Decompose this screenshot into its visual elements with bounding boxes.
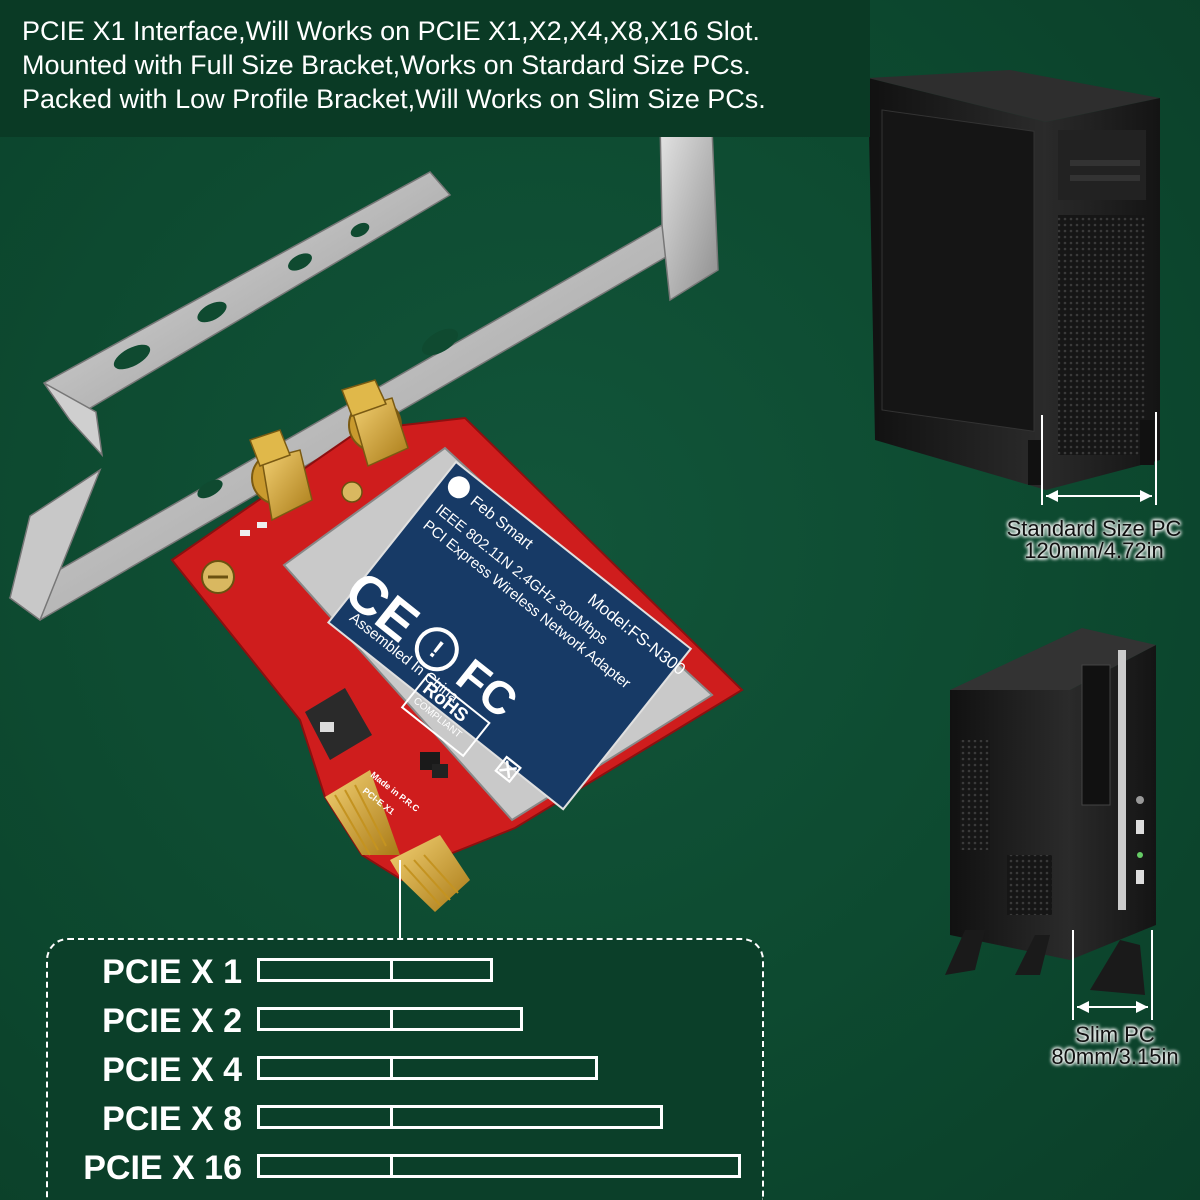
low-profile-bracket — [42, 171, 452, 458]
slim-pc-caption: Slim PC 80mm/3.15in — [1030, 1024, 1200, 1068]
slot-row-x4: PCIE X 4 — [48, 1050, 748, 1090]
standard-pc-tower — [868, 70, 1160, 490]
slot-bar — [257, 958, 493, 982]
slim-pc-size: 80mm/3.15in — [1051, 1044, 1179, 1069]
slim-pc-title: Slim PC — [1075, 1022, 1155, 1047]
full-size-bracket — [8, 117, 719, 622]
pcie-slot-legend: PCIE X 1 PCIE X 2 PCIE X 4 PCIE X 8 PCIE… — [46, 938, 764, 1200]
antenna-connector — [249, 379, 409, 522]
slim-dimension-line — [1072, 930, 1153, 1020]
standard-pc-title: Standard Size PC — [1006, 516, 1182, 541]
headline-line-2: Mounted with Full Size Bracket,Works on … — [22, 50, 751, 80]
slot-bar — [257, 1056, 598, 1080]
slot-label: PCIE X 4 — [102, 1051, 242, 1089]
standard-pc-size: 120mm/4.72in — [1024, 538, 1164, 563]
standard-pc-caption: Standard Size PC 120mm/4.72in — [994, 518, 1194, 562]
slot-row-x2: PCIE X 2 — [48, 1001, 748, 1041]
slot-row-x8: PCIE X 8 — [48, 1099, 748, 1139]
headline-line-1: PCIE X1 Interface,Will Works on PCIE X1,… — [22, 16, 760, 46]
headline-banner: PCIE X1 Interface,Will Works on PCIE X1,… — [0, 0, 870, 137]
slot-bar — [257, 1105, 663, 1129]
screw-icon — [341, 481, 363, 503]
standard-dimension-line — [1041, 412, 1157, 505]
headline-line-3: Packed with Low Profile Bracket,Will Wor… — [22, 84, 766, 114]
wifi-module: Feb Smart IEEE 802.11N 2.4GHz 300Mbps PC… — [282, 446, 714, 822]
slot-row-x16: PCIE X 16 — [48, 1148, 748, 1188]
slot-bar — [257, 1154, 741, 1178]
slot-label: PCIE X 1 — [102, 953, 242, 991]
slim-pc-tower — [945, 628, 1156, 995]
slot-row-x1: PCIE X 1 — [48, 952, 748, 992]
slot-label: PCIE X 16 — [83, 1149, 242, 1187]
slot-label: PCIE X 2 — [102, 1002, 242, 1040]
slot-label: PCIE X 8 — [102, 1100, 242, 1138]
slot-bar — [257, 1007, 523, 1031]
